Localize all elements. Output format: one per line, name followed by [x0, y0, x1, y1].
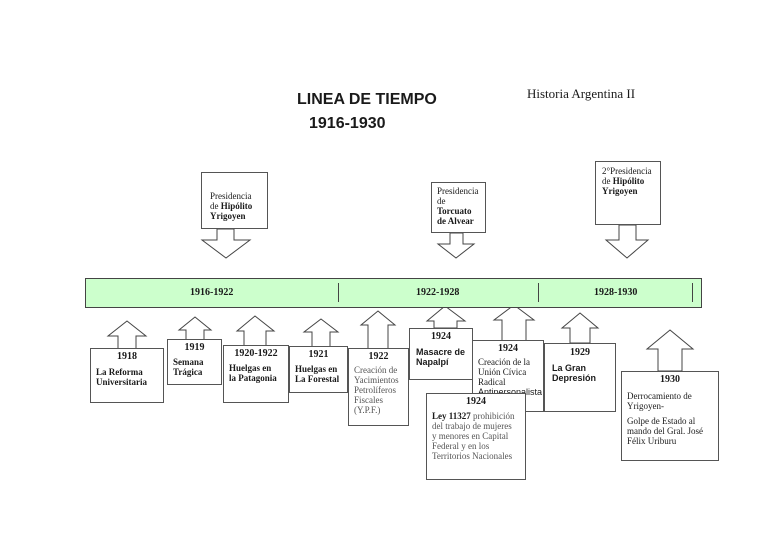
down-arrow-2	[436, 232, 476, 259]
presidency-box-alvear: Presidencia de Torcuato de Alvear	[431, 182, 486, 233]
event-box-1922-ypf: 1922 Creación de Yacimientos Petrolífero…	[348, 348, 409, 426]
up-arrow-1920	[235, 315, 276, 347]
up-arrow-1930	[645, 329, 695, 372]
period-label-1: 1916-1922	[190, 287, 234, 298]
up-arrow-1919	[177, 316, 213, 341]
down-arrow-1	[200, 228, 252, 259]
up-arrow-1921	[302, 318, 340, 348]
event-box-1921: 1921 Huelgas en La Forestal	[289, 346, 348, 393]
presidency-box-yrigoyen-2: 2°Presidencia de Hipólito Yrigoyen	[595, 161, 661, 225]
event-box-1924-ley: 1924 Ley 11327 prohibición del trabajo d…	[426, 393, 526, 480]
timeline-bar	[85, 278, 702, 308]
up-arrow-napalpi	[425, 305, 467, 329]
up-arrow-1929	[560, 312, 600, 344]
subject-label: Historia Argentina II	[527, 86, 636, 101]
up-arrow-1918	[106, 320, 148, 350]
timeline-divider-3	[692, 283, 693, 302]
up-arrow-ucr	[492, 304, 536, 342]
period-label-2: 1922-1928	[416, 287, 460, 298]
event-box-1920-1922: 1920-1922 Huelgas en la Patagonia	[223, 345, 289, 403]
event-box-1929: 1929 La Gran Depresión	[544, 343, 616, 412]
timeline-divider-1	[338, 283, 339, 302]
up-arrow-1922	[359, 310, 397, 350]
page-subtitle-years: 1916-1930	[309, 115, 386, 132]
presidency-box-yrigoyen-1: Presidencia de Hipólito Yrigoyen	[201, 172, 268, 229]
timeline-divider-2	[538, 283, 539, 302]
event-box-1924-napalpi: 1924 Masacre de Napalpí	[409, 328, 473, 380]
event-box-1918: 1918 La Reforma Universitaria	[90, 348, 164, 403]
period-label-3: 1928-1930	[594, 287, 638, 298]
down-arrow-3	[604, 224, 650, 259]
event-box-1930: 1930 Derrocamiento de Yrigoyen- Golpe de…	[621, 371, 719, 461]
event-box-1919: 1919 Semana Trágica	[167, 339, 222, 385]
page-title: LINEA DE TIEMPO	[297, 91, 437, 108]
